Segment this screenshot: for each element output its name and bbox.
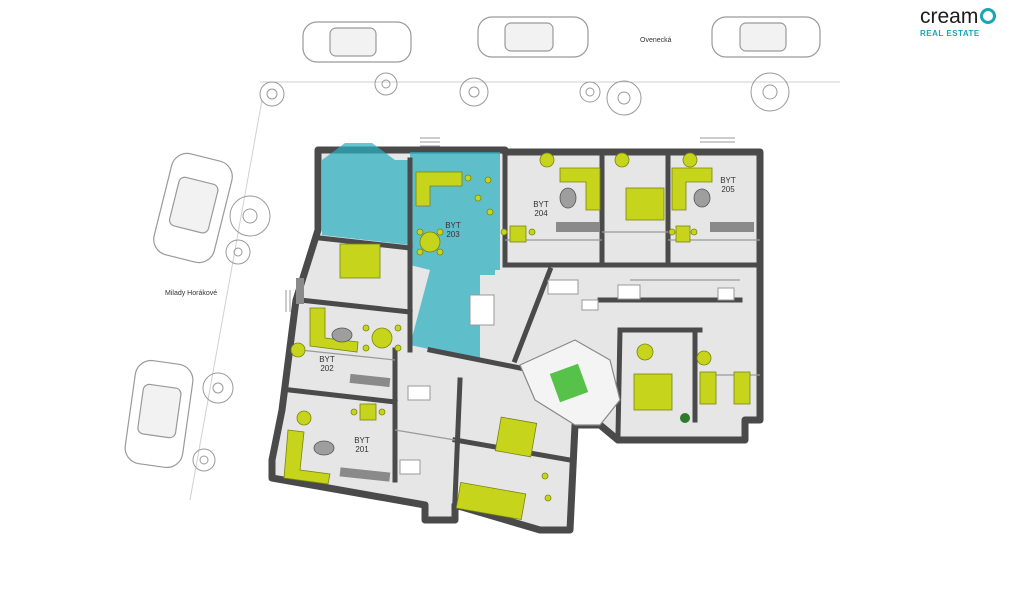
unit-label-203[interactable]: BYT 203: [445, 221, 461, 239]
site-context: [189, 81, 840, 501]
bed-icon: [625, 187, 665, 221]
tree-icon: [750, 72, 790, 112]
bed-icon: [339, 243, 381, 279]
tree-icon: [202, 372, 234, 404]
tree-icon: [225, 239, 251, 265]
armchair-icon: [682, 152, 698, 168]
car-icon: [302, 21, 412, 63]
bathroom-fixtures: [399, 279, 735, 475]
logo-ring-icon: [980, 8, 997, 24]
dining-table-icon: [509, 225, 527, 243]
dining-table-icon: [371, 327, 393, 349]
car-icon: [153, 152, 233, 264]
armchair-icon: [539, 152, 555, 168]
sofa-icon: [559, 167, 601, 211]
bed-icon: [633, 373, 673, 411]
car-icon: [711, 16, 821, 58]
interior-walls: [287, 149, 763, 503]
coffee-table-icon: [559, 187, 577, 209]
logo-subtitle: REAL ESTATE: [920, 29, 980, 38]
dining-table-icon: [675, 225, 691, 243]
bed-icon: [455, 482, 527, 520]
tree-icon: [459, 77, 489, 107]
coffee-table-icon: [313, 440, 335, 456]
unit-label-201[interactable]: BYT 201: [354, 436, 370, 454]
coffee-table-icon: [331, 327, 353, 343]
sofa-icon: [283, 429, 331, 485]
plant-icon: [680, 413, 690, 423]
armchair-icon: [290, 342, 306, 358]
armchair-icon: [614, 152, 630, 168]
entrance-steps: [285, 137, 735, 312]
street-label-top: Ovenecká: [640, 37, 672, 44]
coffee-tables: [313, 187, 711, 456]
furniture: [283, 152, 751, 520]
armchair-icon: [296, 410, 312, 426]
kitchen-counters: [296, 222, 754, 482]
car-icon: [477, 16, 589, 58]
tree-icon: [192, 448, 216, 472]
trees: [192, 72, 790, 472]
bed-icon: [699, 371, 717, 405]
tree-icon: [579, 81, 601, 103]
unit-label-205[interactable]: BYT 205: [720, 176, 736, 194]
staircase: [519, 339, 621, 426]
unit-label-202[interactable]: BYT 202: [319, 355, 335, 373]
brand-logo: cream REAL ESTATE: [920, 6, 1020, 42]
tree-icon: [606, 80, 642, 116]
tree-icon: [229, 195, 271, 237]
unit-label-204[interactable]: BYT 204: [533, 200, 549, 218]
car-icon: [124, 359, 194, 469]
sofa-icon: [415, 171, 463, 207]
armchair-icon: [636, 343, 654, 361]
street-curb-left: [189, 99, 263, 501]
parked-cars: [124, 16, 821, 469]
tree-icon: [259, 81, 285, 107]
logo-wordmark: cream: [920, 6, 1020, 28]
bed-icon: [494, 416, 538, 458]
bed-icon: [733, 371, 751, 405]
coffee-table-icon: [693, 188, 711, 208]
dining-table-icon: [419, 231, 441, 253]
dining-table-icon: [359, 403, 377, 421]
street-label-left: Milady Horákové: [165, 290, 218, 297]
armchair-icon: [696, 350, 712, 366]
sofa-icon: [671, 167, 713, 211]
tree-icon: [374, 72, 398, 96]
